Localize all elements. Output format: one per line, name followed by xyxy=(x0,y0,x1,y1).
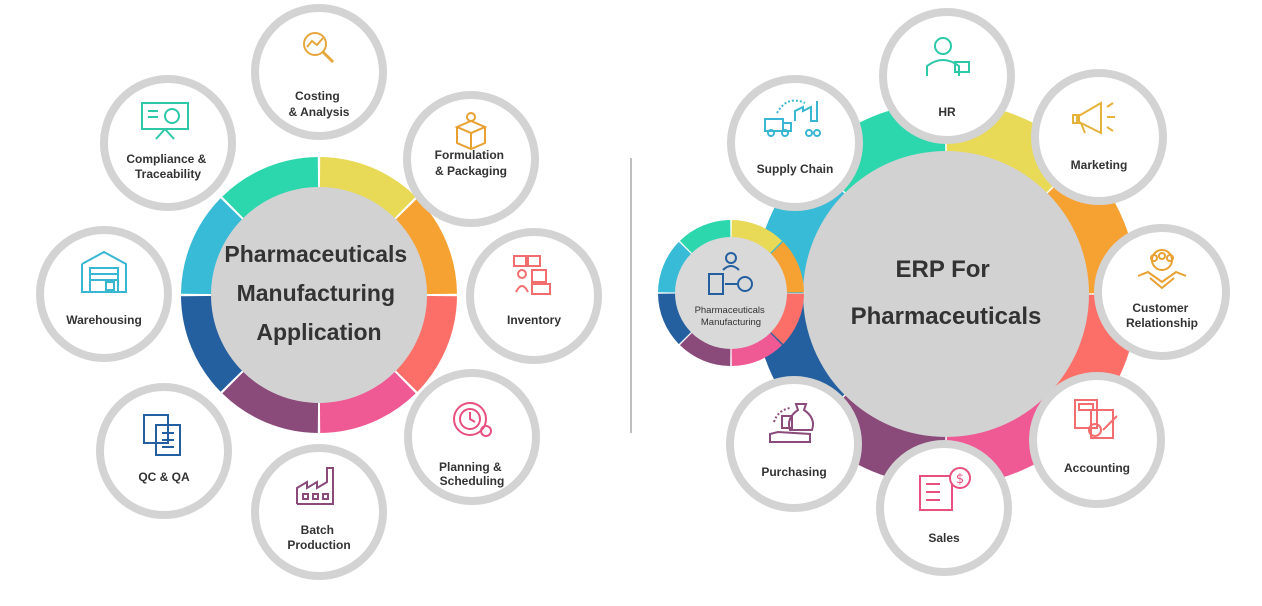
mini-hub-label: Pharmaceuticals Manufacturing xyxy=(695,305,768,328)
module-label: Sales xyxy=(928,531,960,545)
mini-ring-segment-1 xyxy=(731,220,783,256)
left-ring-segment-2 xyxy=(390,198,457,295)
module-label: Inventory xyxy=(507,313,561,327)
module-label: Purchasing xyxy=(761,465,826,479)
mini-ring-segment-3 xyxy=(768,293,804,345)
module-hr[interactable]: HR xyxy=(879,8,1015,144)
box-icon xyxy=(454,112,488,151)
module-qc-qa[interactable]: QC & QA xyxy=(96,383,232,519)
left-ring-segment-5 xyxy=(222,366,319,433)
dollar-sign-glyph: $ xyxy=(956,472,964,487)
truck-factory-icon xyxy=(764,99,821,137)
module-label: QC & QA xyxy=(138,470,190,484)
mini-hub-ring xyxy=(658,220,804,366)
module-customer-relationship[interactable]: Customer Relationship xyxy=(1094,224,1230,360)
mini-hub-center xyxy=(675,237,787,349)
module-planning-scheduling[interactable]: Planning & Scheduling xyxy=(404,369,540,505)
left-ring-segment-6 xyxy=(181,295,248,392)
module-purchasing[interactable]: Purchasing xyxy=(726,376,862,512)
handshake-icon xyxy=(1137,249,1187,290)
right-center-circle xyxy=(803,151,1089,437)
module-batch-production[interactable]: Batch Production xyxy=(251,444,387,580)
module-label: HR xyxy=(938,105,956,119)
moneybag-cart-icon xyxy=(769,403,814,443)
clipboard-icon xyxy=(143,414,181,456)
mini-ring-segment-8 xyxy=(679,220,731,256)
module-supply-chain[interactable]: Supply Chain xyxy=(727,75,863,211)
mini-ring-segment-5 xyxy=(679,330,731,366)
right-center-title: ERP For Pharmaceuticals xyxy=(851,256,1042,330)
module-label: Accounting xyxy=(1064,461,1130,475)
mini-hub-pharmaceuticals-manufacturing[interactable]: Pharmaceuticals Manufacturing xyxy=(658,220,804,366)
module-label: Batch Production xyxy=(287,523,350,552)
left-center-circle xyxy=(211,187,427,403)
left-ring-segment-1 xyxy=(319,157,416,224)
module-label: Compliance & Traceability xyxy=(126,152,209,181)
factory-icon xyxy=(296,467,334,505)
inventory-icon xyxy=(513,255,551,295)
invoice-dollar-icon: $ xyxy=(919,467,971,511)
mini-ring-segment-2 xyxy=(768,241,804,293)
right-diagram: ERP For Pharmaceuticals xyxy=(658,8,1230,576)
module-label: Warehousing xyxy=(66,313,142,327)
person-icon xyxy=(926,37,970,76)
module-label: Customer Relationship xyxy=(1126,301,1198,330)
module-inventory[interactable]: Inventory xyxy=(466,228,602,364)
megaphone-icon xyxy=(1072,101,1115,135)
clock-gear-icon xyxy=(453,402,492,437)
mini-ring-segment-6 xyxy=(658,293,694,345)
module-label: Costing & Analysis xyxy=(289,89,350,119)
module-label: Supply Chain xyxy=(757,162,834,176)
left-center-title: Pharmaceuticals Manufacturing Applicatio… xyxy=(224,241,413,345)
module-compliance-traceability[interactable]: Compliance & Traceability xyxy=(100,75,236,211)
module-warehousing[interactable]: Warehousing xyxy=(36,226,172,362)
module-accounting[interactable]: Accounting xyxy=(1029,372,1165,508)
module-marketing[interactable]: Marketing xyxy=(1031,69,1167,205)
module-label: Formulation & Packaging xyxy=(435,148,508,178)
module-label: Marketing xyxy=(1071,158,1128,172)
module-sales[interactable]: $ Sales xyxy=(876,440,1012,576)
left-diagram: Pharmaceuticals Manufacturing Applicatio… xyxy=(36,4,602,580)
document-person-gear-icon xyxy=(708,252,753,295)
left-ring-segment-7 xyxy=(181,198,248,295)
left-ring-segment-3 xyxy=(390,295,457,392)
mini-ring-segment-7 xyxy=(658,241,694,293)
calculator-icon xyxy=(1074,399,1118,439)
presentation-gear-icon xyxy=(141,102,189,140)
module-formulation-packaging[interactable]: Formulation & Packaging xyxy=(403,91,539,227)
module-label: Planning & Scheduling xyxy=(439,460,505,488)
magnifier-chart-icon xyxy=(303,32,335,64)
left-ring-segment-8 xyxy=(222,157,319,224)
mini-ring-segment-4 xyxy=(731,330,783,366)
module-costing-analysis[interactable]: Costing & Analysis xyxy=(251,4,387,140)
left-ring xyxy=(181,157,457,433)
left-ring-segment-4 xyxy=(319,366,416,433)
warehouse-icon xyxy=(81,250,127,293)
